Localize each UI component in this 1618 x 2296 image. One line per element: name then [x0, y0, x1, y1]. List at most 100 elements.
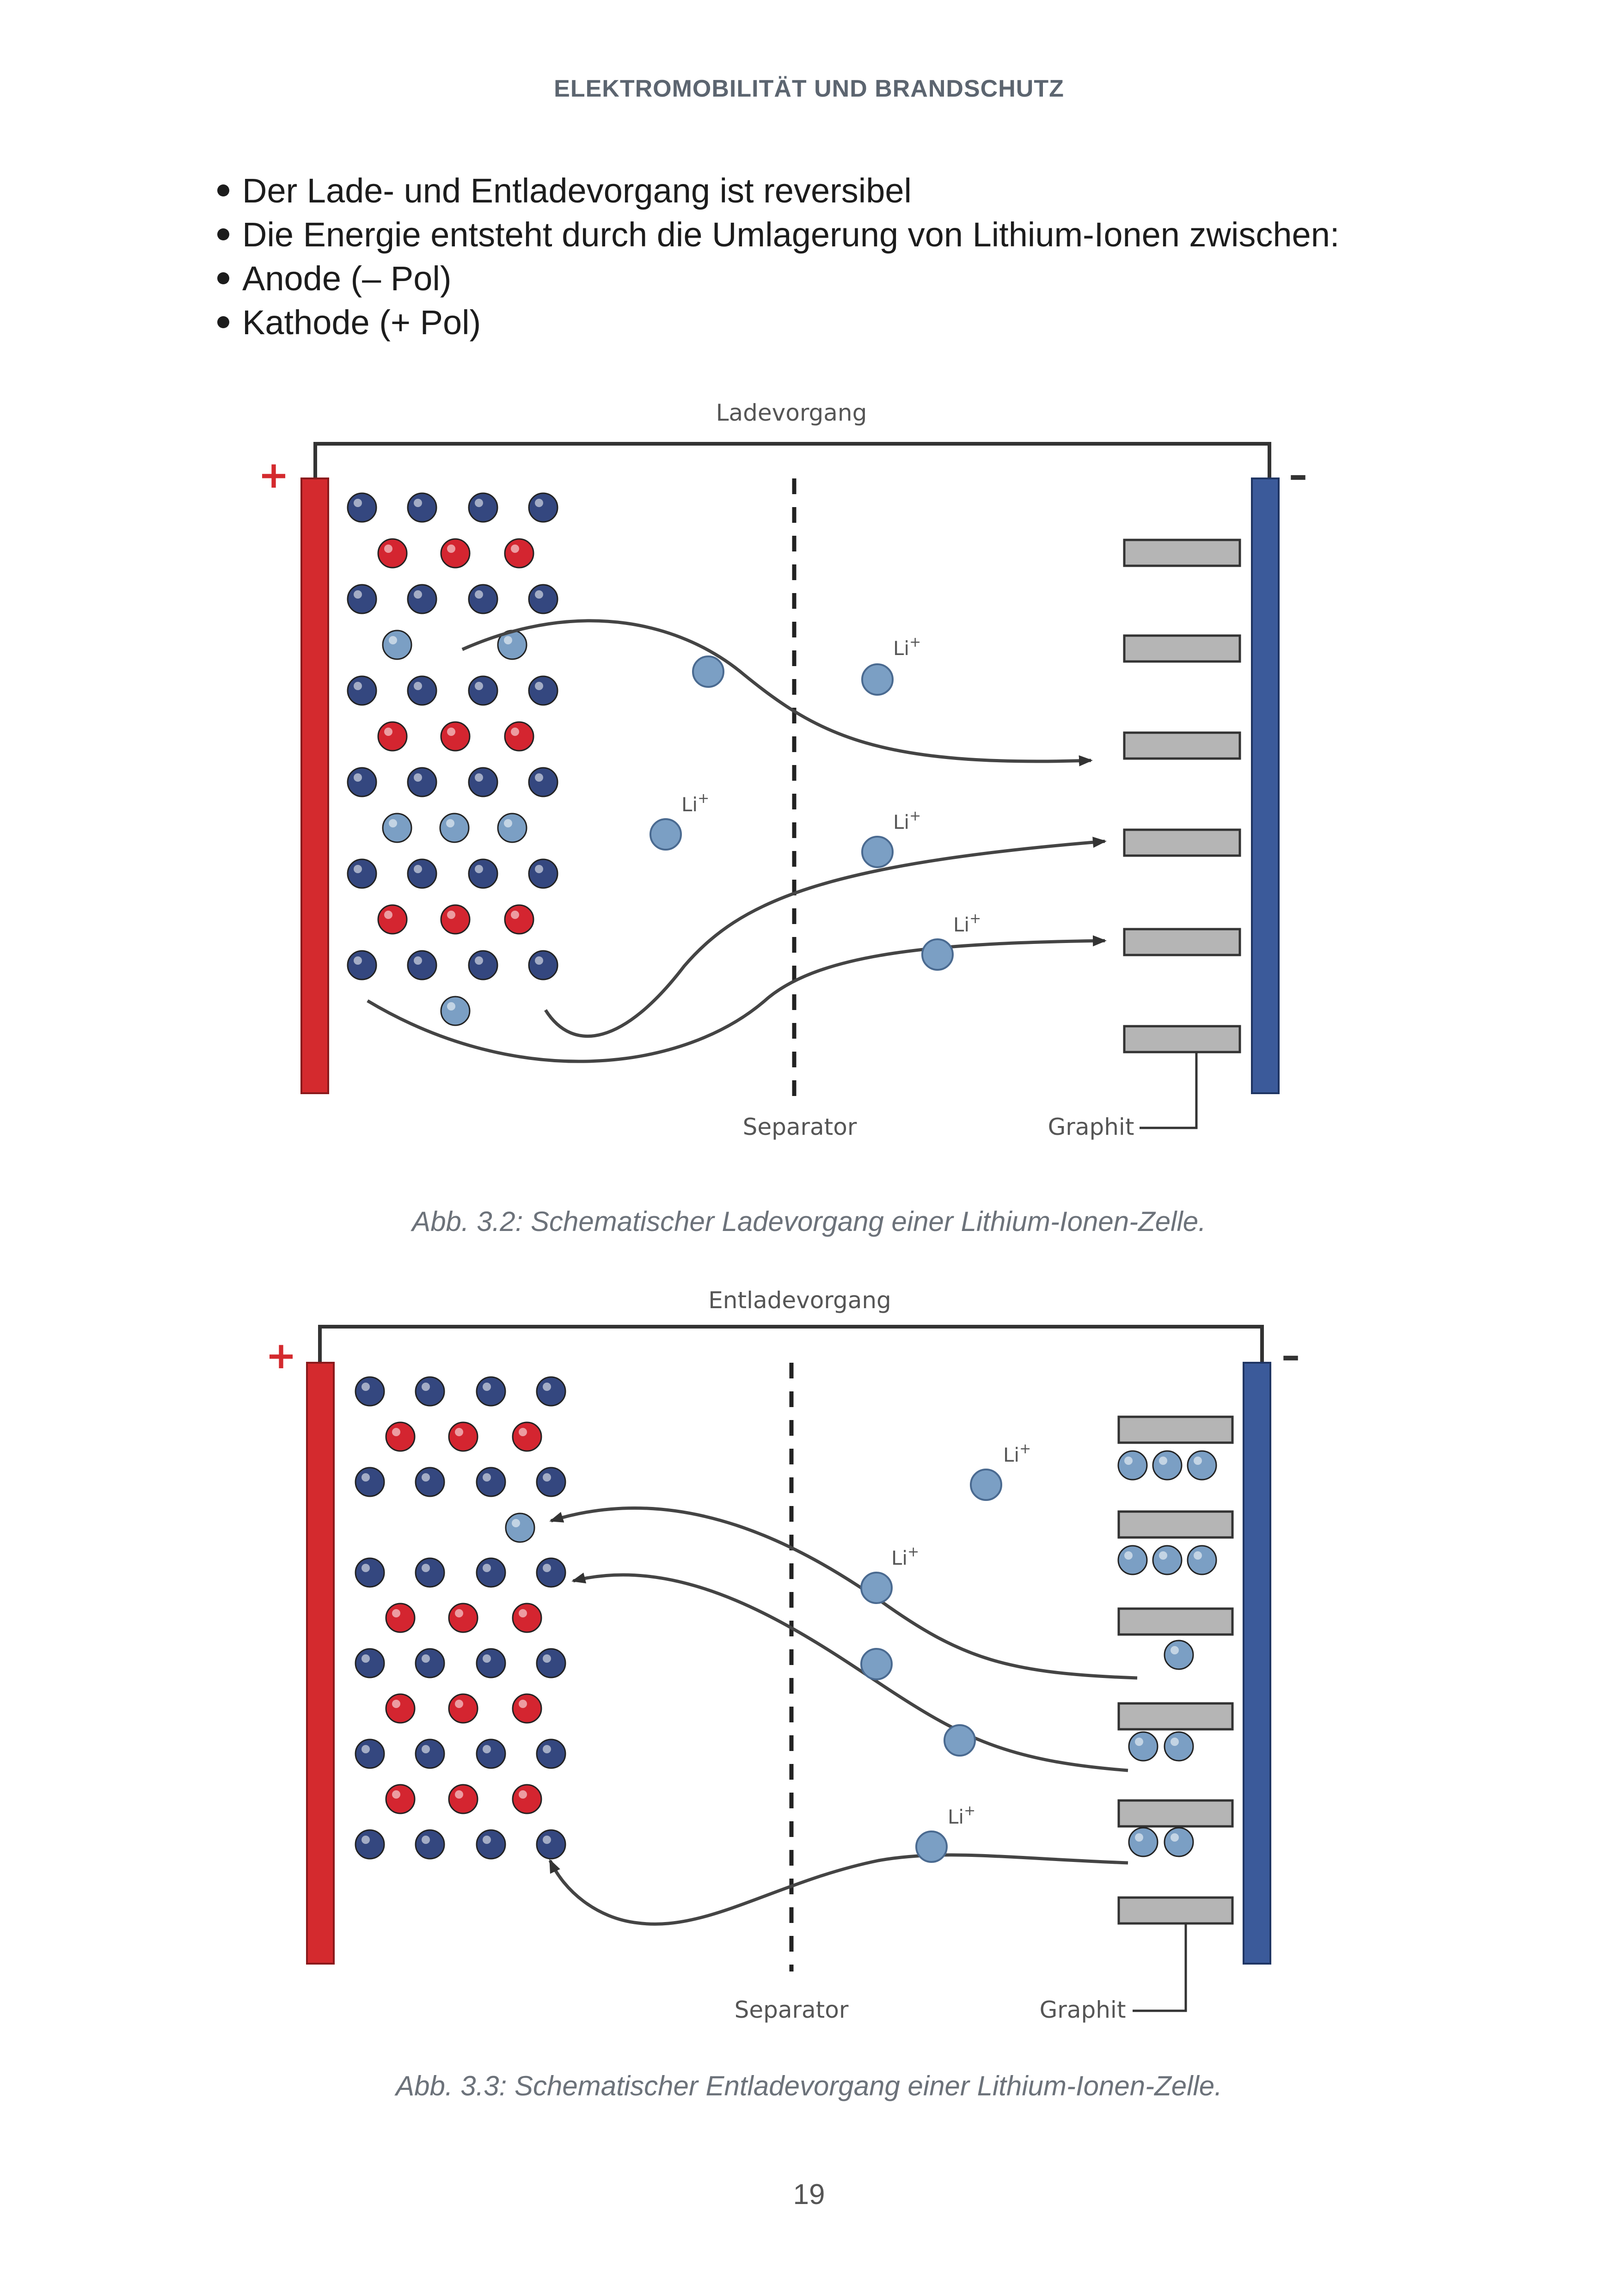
lithium-ion [861, 836, 894, 868]
ion-label: Li+ [893, 634, 921, 660]
ion-highlight [1171, 1833, 1179, 1842]
minus-terminal-sign: – [1281, 1334, 1300, 1377]
ion-highlight [447, 1002, 455, 1010]
bullet-text: Kathode (+ Pol) [242, 303, 481, 342]
oxygen-atom [512, 1421, 542, 1452]
oxygen-atom [385, 1603, 416, 1633]
ion-highlight [447, 911, 455, 919]
lithium-ion [1164, 1827, 1194, 1857]
cobalt-atom [528, 767, 558, 797]
ion-highlight [422, 1654, 430, 1663]
lithium-ion [921, 938, 954, 971]
cathode-lattice [355, 1376, 566, 1860]
ion-highlight [446, 819, 454, 827]
page-number: 19 [793, 2179, 825, 2210]
ion-highlight [414, 865, 422, 873]
ion-highlight [535, 682, 543, 690]
ion-path-arrow [544, 837, 1107, 1038]
anode-electrode [1251, 478, 1280, 1094]
ion-highlight [362, 1654, 370, 1663]
ion-highlight [384, 545, 392, 553]
ion-highlight [483, 1473, 491, 1482]
lithium-ion [970, 1469, 1002, 1501]
minus-terminal-sign: – [1289, 453, 1307, 496]
cobalt-atom [355, 1557, 385, 1588]
bullet-dot [217, 184, 229, 197]
cobalt-atom [415, 1648, 445, 1678]
cobalt-atom [528, 858, 558, 889]
oxygen-atom [448, 1603, 478, 1633]
cobalt-atom [536, 1648, 566, 1678]
ion-highlight [455, 1609, 463, 1617]
lithium-ion [1187, 1545, 1217, 1575]
oxygen-atom [440, 538, 471, 569]
graphite-layer [1123, 539, 1241, 567]
graphite-layer [1117, 1896, 1234, 1925]
graphite-layers [1123, 539, 1241, 1053]
graphite-layer [1117, 1799, 1234, 1828]
ion-highlight [389, 819, 397, 827]
lithium-ion [1117, 1545, 1148, 1575]
ion-highlight [362, 1745, 370, 1753]
cobalt-atom [347, 950, 377, 980]
plus-terminal-sign: + [265, 1334, 296, 1377]
cobalt-atom [468, 858, 498, 889]
lithium-ion [1152, 1450, 1183, 1481]
ion-highlight [392, 1790, 400, 1799]
ion-highlight [475, 865, 483, 873]
lithium-ion [1164, 1640, 1194, 1670]
cobalt-atom [407, 858, 437, 889]
figure-caption: Abb. 3.3: Schematischer Entladevorgang e… [396, 2070, 1222, 2101]
lithium-ion [382, 813, 412, 843]
ion-highlight [535, 499, 543, 507]
ion-highlight [511, 911, 519, 919]
cobalt-atom [355, 1376, 385, 1407]
cobalt-atom [468, 950, 498, 980]
plus-terminal-sign: + [258, 453, 289, 496]
bullet-item: Die Energie entsteht durch die Umlagerun… [217, 213, 1339, 257]
ion-highlight [504, 636, 512, 644]
cathode-electrode [300, 478, 329, 1094]
graphite-label: Graphit [1040, 1996, 1126, 2023]
ion-highlight [362, 1383, 370, 1391]
ion-highlight [511, 545, 519, 553]
ion-highlight [475, 499, 483, 507]
ion-path-arrow [461, 619, 1093, 766]
graphite-layer [1117, 1415, 1234, 1444]
cobalt-atom [476, 1467, 506, 1497]
bullet-dot [217, 272, 229, 285]
ion-highlight [422, 1836, 430, 1844]
ion-highlight [483, 1564, 491, 1572]
lithium-ion [860, 1572, 893, 1604]
cathode-lattice [347, 492, 558, 1026]
oxygen-atom [377, 538, 408, 569]
ion-highlight [1171, 1738, 1179, 1746]
ion-highlight [384, 728, 392, 736]
graphite-layer [1117, 1510, 1234, 1539]
ion-label: Li+ [948, 1803, 975, 1828]
ion-highlight [519, 1609, 527, 1617]
ion-highlight [519, 1790, 527, 1799]
bullet-text: Der Lade- und Entladevorgang ist reversi… [242, 171, 912, 210]
ion-highlight [483, 1383, 491, 1391]
ion-highlight [447, 545, 455, 553]
ion-highlight [354, 590, 362, 599]
lithium-ion [497, 813, 527, 843]
graphite-label-leader [1140, 1052, 1198, 1129]
diagram-title: Ladevorgang [716, 399, 867, 426]
separator-label: Separator [735, 1996, 849, 2023]
ion-highlight [512, 1519, 520, 1527]
cobalt-atom [407, 492, 437, 523]
lithium-ion [439, 813, 470, 843]
lithium-ion [650, 818, 682, 851]
bullet-text: Die Energie entsteht durch die Umlagerun… [242, 215, 1340, 254]
ion-highlight [475, 956, 483, 965]
ion-highlight [354, 499, 362, 507]
ion-highlight [422, 1745, 430, 1753]
cathode-electrode [306, 1362, 335, 1965]
bullet-dot [217, 316, 229, 329]
oxygen-atom [512, 1693, 542, 1724]
ion-highlight [543, 1383, 551, 1391]
ion-label: Li+ [681, 790, 709, 816]
graphite-layer [1123, 828, 1241, 857]
